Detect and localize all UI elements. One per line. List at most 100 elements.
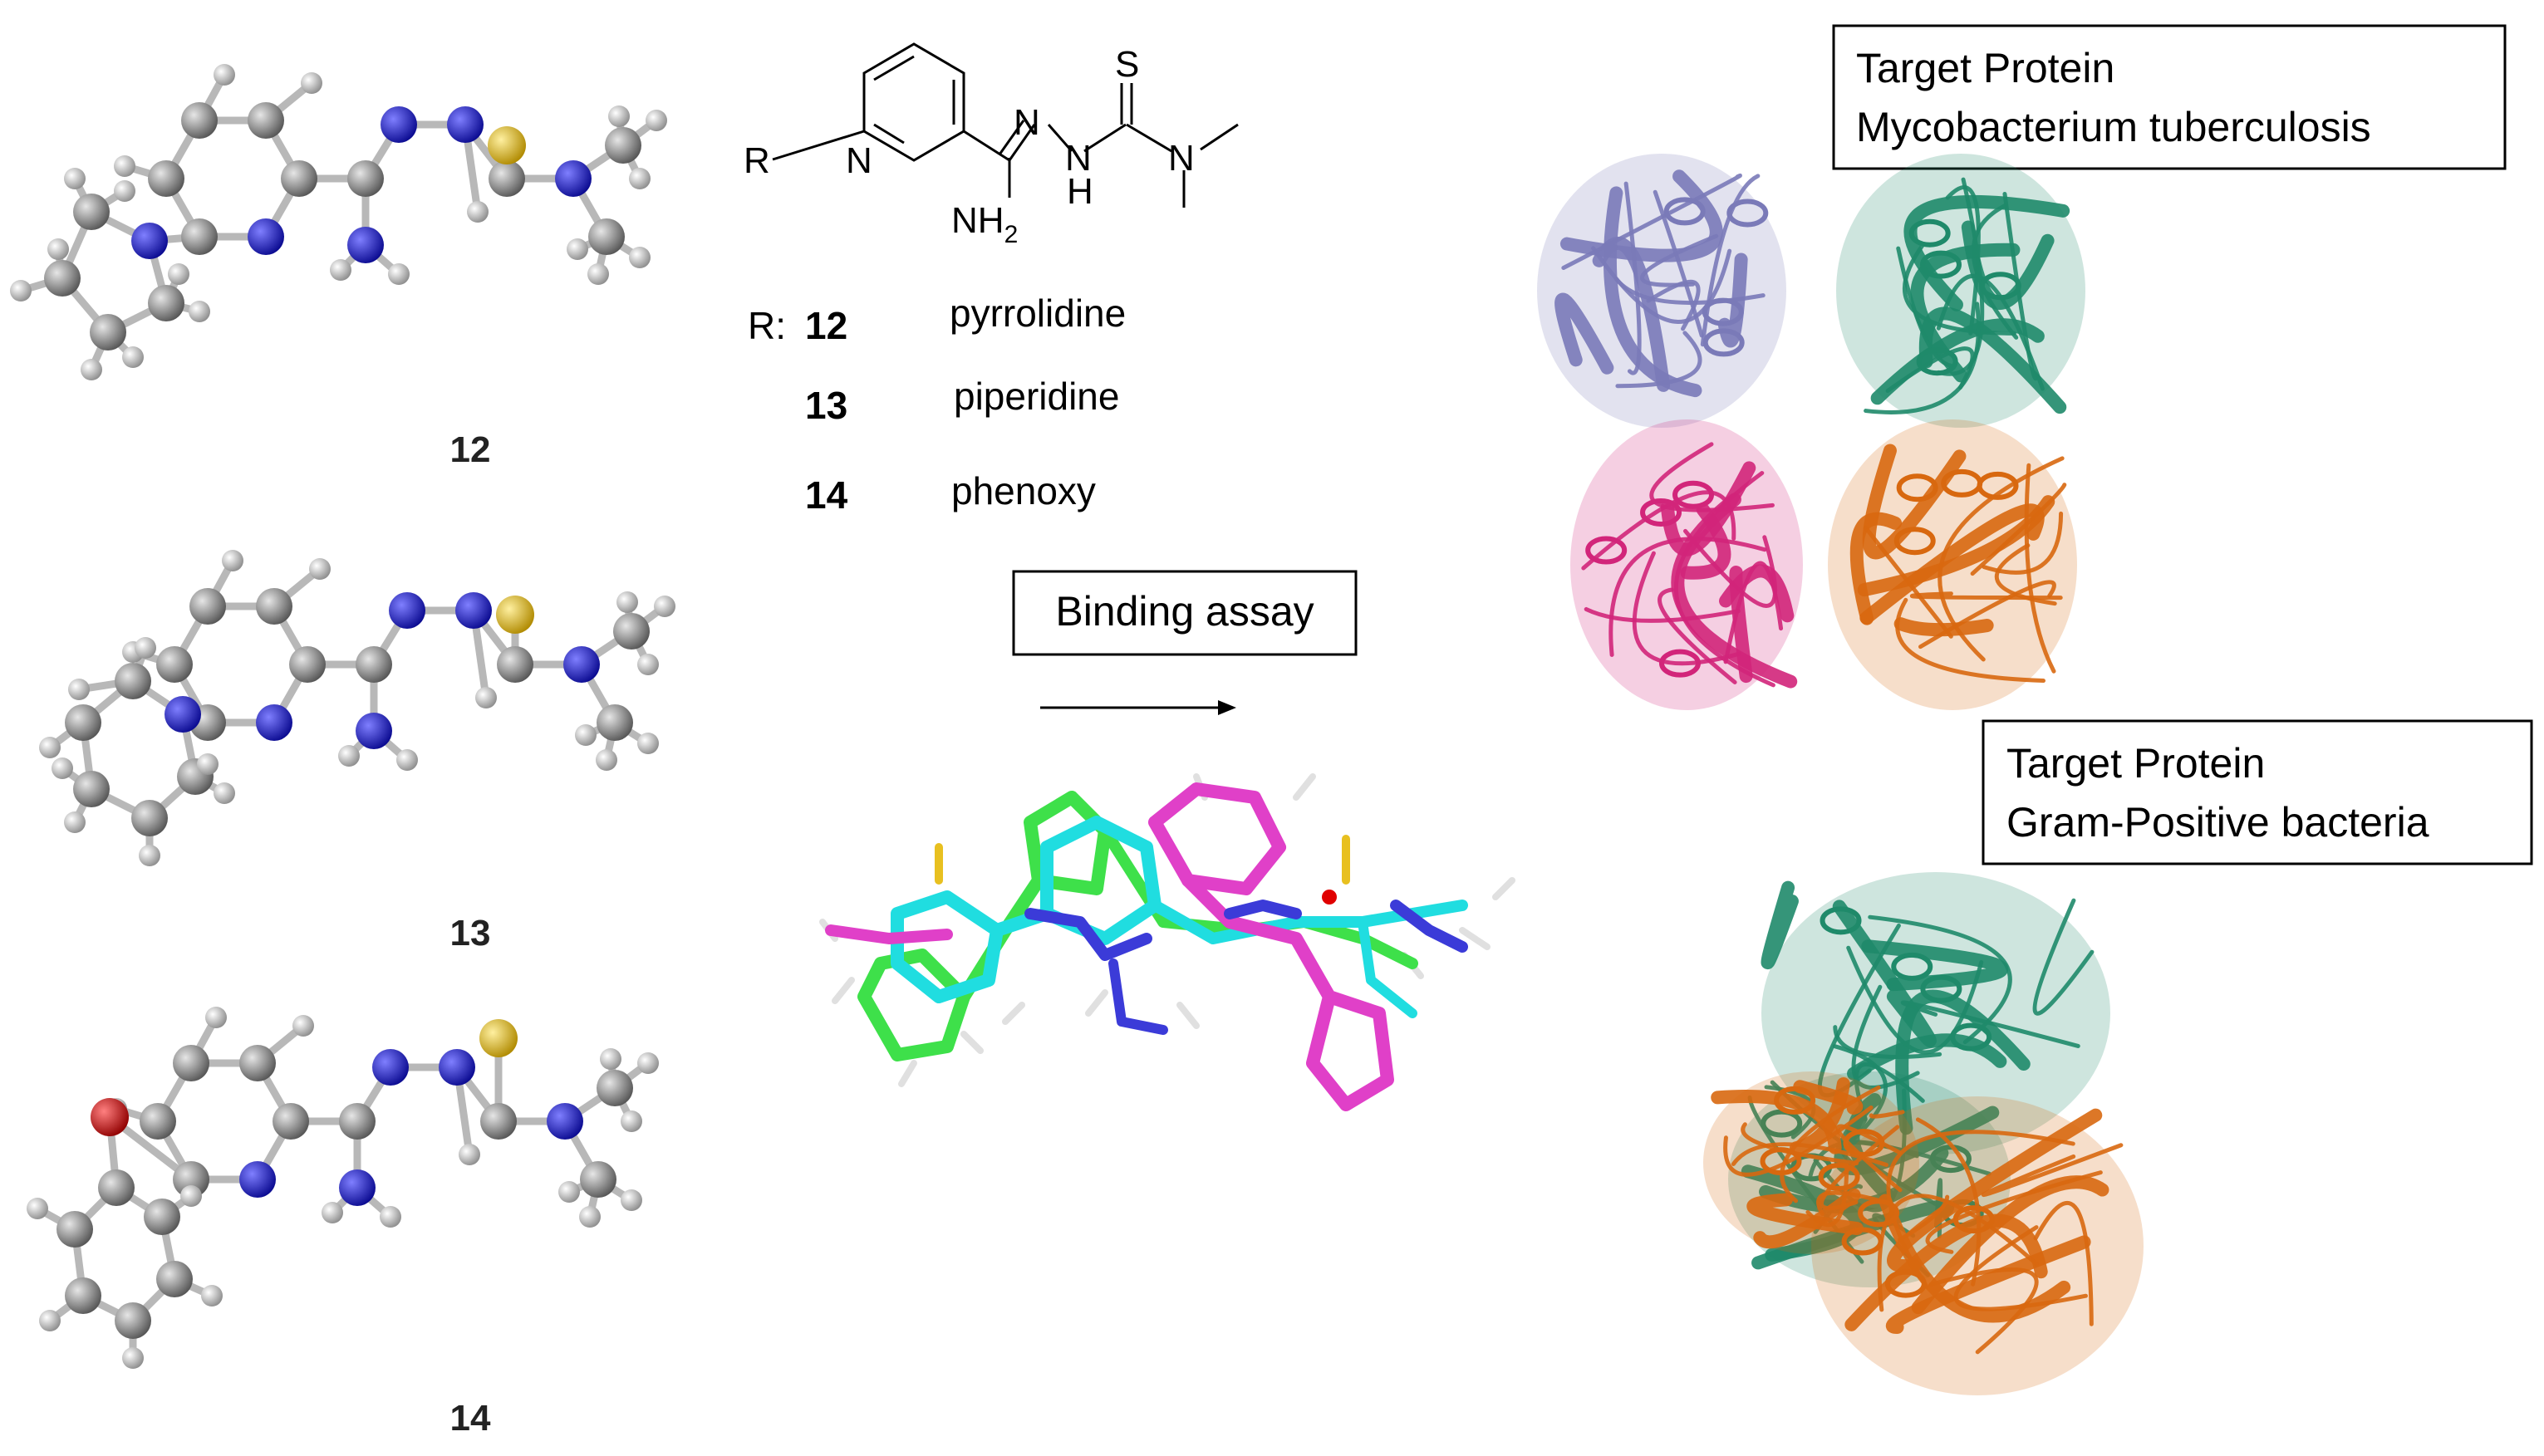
mol12-hydrogen-atom-22 — [629, 168, 651, 189]
mtb-chain-d-helix-2 — [1893, 527, 1936, 556]
mtb-chain-b-helix-0 — [1908, 218, 1951, 248]
gram-chain-a-strand-0 — [1761, 880, 1799, 969]
mtb-chain-d-strand-9 — [1857, 495, 2055, 597]
methyl-bond-1 — [1200, 123, 1239, 151]
mtb-chain-b-strand-9 — [1961, 220, 2055, 310]
mol12-carbon-atom-30 — [90, 314, 126, 351]
mol13-hydrogen-atom-40 — [52, 757, 73, 779]
mol13-hydrogen-atom-37 — [139, 845, 160, 866]
mtb-chain-d-helix-1 — [1941, 468, 1983, 498]
mol13-carbon-atom-2 — [289, 646, 326, 683]
mol12-carbon-atom-0 — [181, 102, 218, 139]
gram-chain-b2-helix-3 — [1774, 1086, 1816, 1115]
gram-chain-b-helix-2 — [1952, 1205, 1995, 1234]
target-mtb-line1: Target Protein — [1856, 45, 2114, 91]
mol12-hydrogen-atom-36 — [81, 359, 102, 380]
mol13-carbon-atom-10 — [497, 646, 533, 683]
mtb-chain-a-helix-3 — [1702, 297, 1744, 326]
mol12-hydrogen-atom-16 — [301, 72, 322, 94]
mol14-carbon-atom-31 — [115, 1302, 151, 1339]
mol12-hydrogen-atom-37 — [122, 346, 144, 368]
mol13-carbon-atom-31 — [131, 800, 168, 836]
mol12-hydrogen-atom-19 — [388, 263, 410, 285]
mtb-chain-a-helix-0 — [1726, 199, 1769, 228]
mtb-chain-a-strand-3 — [1554, 292, 1614, 375]
mol14-nitrogen-atom-8 — [339, 1169, 376, 1206]
mtb-chain-c-strand-11 — [1632, 551, 1741, 666]
mol13-nitrogen-atom-7 — [389, 592, 425, 629]
ring-double-bond-3 — [873, 123, 905, 145]
target-mtb-box — [1832, 24, 2507, 170]
mol14-hydrogen-atom-19 — [380, 1206, 401, 1228]
gram-chain-b-strand-6 — [1911, 1175, 2109, 1315]
gram-chain-b-strand-11 — [1928, 1267, 2039, 1355]
mol12-nitrogen-atom-3 — [248, 218, 284, 255]
mol12-hydrogen-atom-25 — [587, 263, 609, 285]
target-gram-line2: Gram-Positive bacteria — [2006, 799, 2429, 846]
ligand-blue-1 — [1024, 908, 1152, 961]
gram-chain-b2-strand-5 — [1723, 1105, 1874, 1177]
molecule-13-3d-model — [39, 550, 675, 866]
mtb-chain-c-strand-4 — [1584, 606, 1741, 623]
mol14-hydrogen-atom-37 — [201, 1285, 223, 1306]
ligand-magenta-ring-bottom — [1181, 874, 1394, 1111]
gram-chain-a-helix-2 — [1820, 906, 1862, 935]
mol12-hydrogen-atom-18 — [330, 259, 351, 281]
mol13-carbon-atom-13 — [613, 613, 650, 650]
r-name-pyrrolidine: pyrrolidine — [950, 292, 1126, 335]
r-number-13: 13 — [805, 384, 847, 427]
target-gram-box — [1982, 719, 2533, 865]
mol13-nitrogen-atom-3 — [256, 704, 292, 741]
mol14-sulfur-atom-11 — [479, 1019, 518, 1057]
protein-gram-ribbon — [1703, 872, 2144, 1395]
mol13-hydrogen-atom-26 — [575, 724, 597, 746]
overlay-hydrogen-3 — [960, 1031, 984, 1054]
mtb-chain-c-helix-2 — [1585, 536, 1628, 565]
mtb-chain-a-helix-1 — [1702, 328, 1745, 357]
hydrazone-nitrogen-2: N — [1065, 138, 1092, 179]
gram-chain-a-strand-13 — [1846, 945, 1984, 1055]
ligand-cyan-branch — [1358, 917, 1417, 1018]
mol13-hydrogen-atom-24 — [637, 733, 659, 754]
mol13-carbon-atom-28 — [115, 663, 151, 699]
mol13-carbon-atom-30 — [73, 771, 110, 807]
sulfur-atom: S — [1115, 44, 1139, 85]
r-bond — [772, 130, 865, 161]
amine-nh2: NH2 — [951, 200, 1018, 248]
mol13-hydrogen-atom-15 — [222, 550, 243, 571]
mol13-nitrogen-atom-12 — [563, 646, 600, 683]
mtb-chain-c-helix-0 — [1672, 480, 1715, 509]
mol12-hydrogen-atom-26 — [567, 238, 588, 260]
mol13-hydrogen-atom-25 — [596, 749, 617, 771]
ligand-blue-3 — [1390, 900, 1468, 953]
mol12-hydrogen-atom-39 — [168, 263, 189, 285]
ligand-blue-4 — [1108, 958, 1168, 1035]
mol14-hydrogen-atom-35 — [39, 1310, 61, 1331]
mol12-carbon-atom-28 — [73, 194, 110, 230]
gram-chain-b-helix-0 — [1884, 1269, 1927, 1298]
r-number-14: 14 — [805, 473, 848, 517]
mtb-chain-b-helix-1 — [1916, 347, 1958, 376]
gram-chain-a-strand-8 — [1833, 1025, 1942, 1059]
overlay-hydrogen-5 — [1176, 1002, 1200, 1029]
mol14-hydrogen-atom-18 — [322, 1202, 343, 1223]
mtb-chain-b-helix-3 — [1919, 250, 1962, 279]
mol14-oxygen-atom-27 — [91, 1098, 129, 1136]
mtb-chain-d-strand-12 — [1893, 617, 1994, 637]
mol12-hydrogen-atom-32 — [64, 168, 86, 189]
mol14-hydrogen-atom-20 — [459, 1144, 480, 1165]
mol14-carbon-atom-14 — [580, 1161, 616, 1198]
gram-chain-b-strand-0 — [1844, 1213, 2048, 1331]
mtb-chain-b-helix-2 — [1979, 272, 2021, 301]
mol14-nitrogen-atom-9 — [439, 1049, 475, 1086]
overlay-hydrogen-10 — [1492, 877, 1515, 900]
overlay-oxygen — [1322, 890, 1337, 904]
overlay-hydrogen-1 — [832, 977, 855, 1004]
gram-chain-b-strand-8 — [1925, 1170, 2103, 1254]
gram-chain-b-strand-2 — [1915, 1117, 1982, 1287]
mol14-hydrogen-atom-23 — [600, 1048, 621, 1070]
hydrazone-nitrogen-1: N — [1014, 102, 1040, 143]
gram-chain-b2-strand-7 — [1835, 1124, 1903, 1193]
mol13-carbon-atom-1 — [256, 588, 292, 625]
